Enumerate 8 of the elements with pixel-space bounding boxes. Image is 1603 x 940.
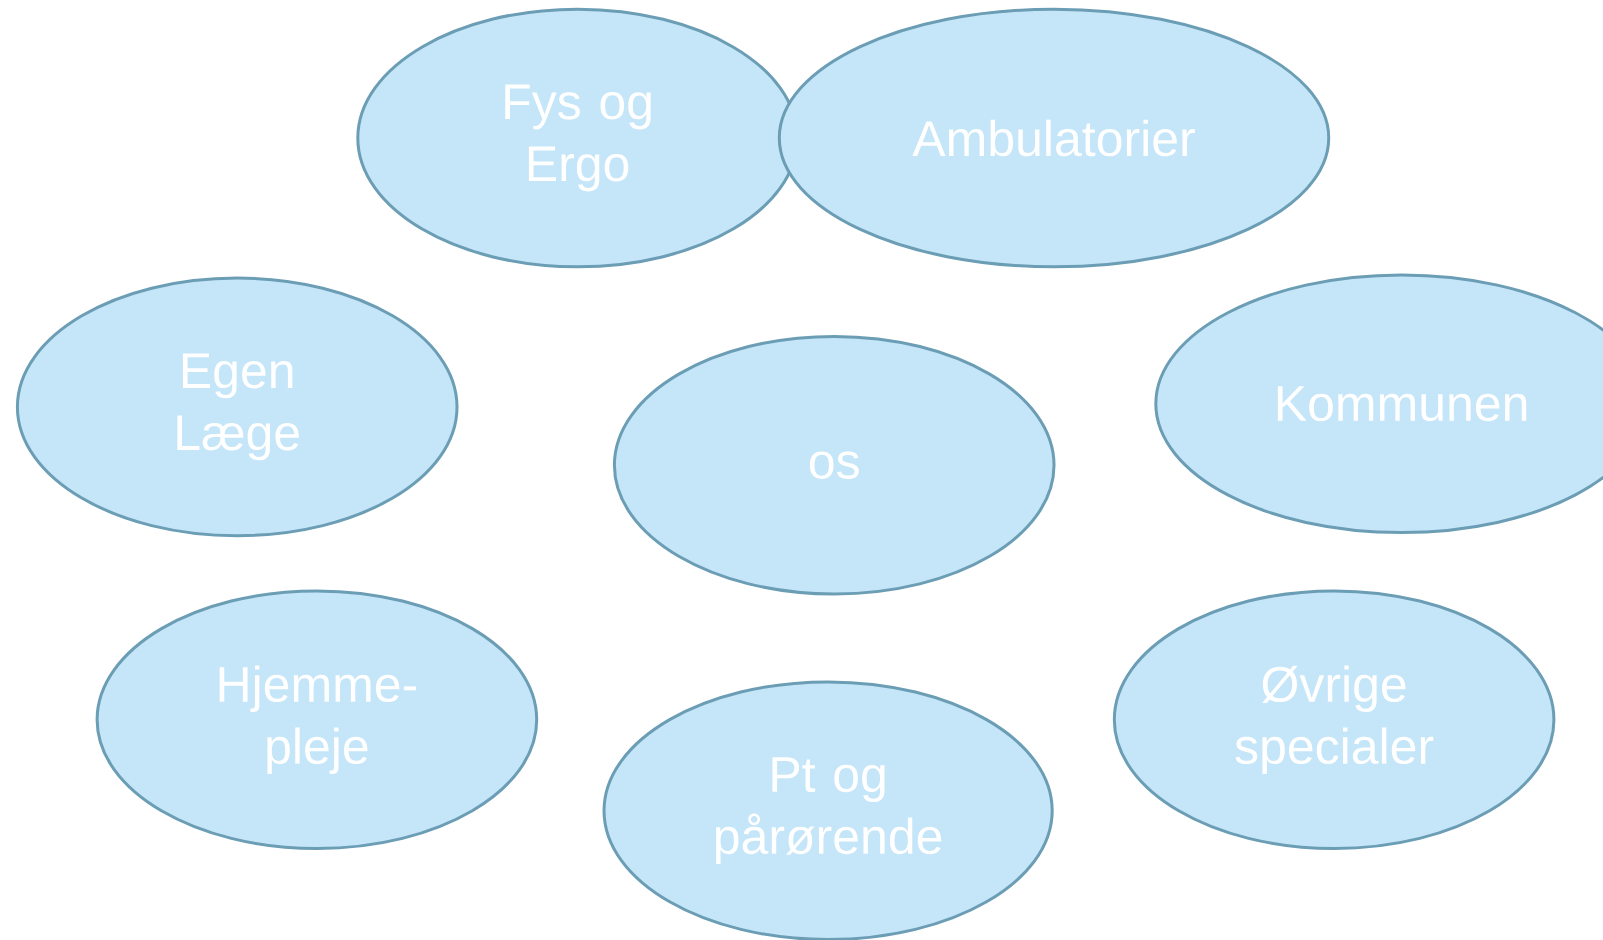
ellipse-node: Ambulatorier [777, 7, 1331, 269]
ellipse-node: Fys og Ergo [356, 7, 799, 269]
ellipse-node: Hjemme- pleje [95, 589, 539, 850]
ellipse-node: Øvrige specialer [1112, 589, 1556, 850]
ellipse-node: Egen Læge [15, 276, 459, 538]
ellipse-node: Pt og pårørende [602, 680, 1054, 940]
ellipse-node: os [612, 334, 1056, 596]
ellipse-node: Kommunen [1154, 273, 1603, 535]
